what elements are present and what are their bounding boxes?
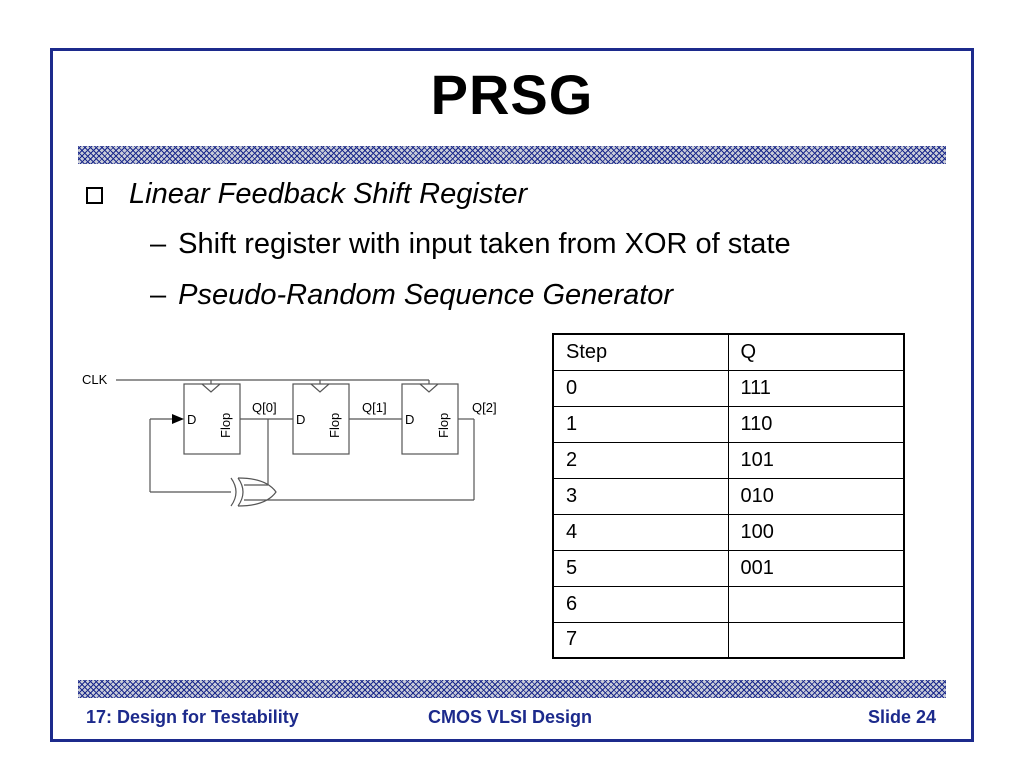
sub-item-2: –Pseudo-Random Sequence Generator	[150, 279, 673, 312]
table-row: 7	[552, 621, 905, 659]
step-cell: 6	[552, 585, 729, 623]
bullet-item: Linear Feedback Shift Register	[86, 178, 527, 211]
dash-marker: –	[150, 228, 167, 260]
lfsr-circuit-diagram: CLK D D D Flop Flop Flop Q[0] Q[1] Q[2]	[82, 372, 497, 507]
sub-item-1-text: Shift register with input taken from XOR…	[178, 228, 791, 260]
flop-2-d-label: D	[405, 412, 414, 427]
dash-marker: –	[150, 279, 167, 311]
q-cell: 111	[727, 369, 905, 407]
flop-0-d-label: D	[187, 412, 196, 427]
q-cell: 001	[727, 549, 905, 587]
q1-label: Q[1]	[362, 400, 387, 415]
sub-item-1: –Shift register with input taken from XO…	[150, 228, 791, 261]
checkbox-bullet-icon	[86, 187, 103, 204]
q-cell: 010	[727, 477, 905, 515]
xor-back-curve	[237, 477, 244, 507]
step-cell: 0	[552, 369, 729, 407]
q0-label: Q[0]	[252, 400, 277, 415]
step-cell: 3	[552, 477, 729, 515]
footer-course: CMOS VLSI Design	[428, 707, 593, 727]
q-cell: 100	[727, 513, 905, 551]
flop-1-label: Flop	[327, 413, 342, 438]
flop-2-label: Flop	[436, 413, 451, 438]
bullet-text: Linear Feedback Shift Register	[129, 178, 528, 210]
table-row: 6	[552, 585, 905, 623]
step-cell: 2	[552, 441, 729, 479]
step-cell: 1	[552, 405, 729, 443]
clk-label: CLK	[82, 372, 108, 387]
flop-0-label: Flop	[218, 413, 233, 438]
bottom-divider	[78, 680, 946, 698]
footer-slide-number: Slide 24	[867, 707, 936, 727]
step-cell: 5	[552, 549, 729, 587]
top-divider	[78, 146, 946, 164]
table-header-row: Step Q	[552, 333, 905, 371]
footer-chapter: 17: Design for Testability	[86, 707, 299, 727]
step-cell: 4	[552, 513, 729, 551]
feedback-arrow-icon	[172, 414, 184, 424]
step-cell: 7	[552, 621, 729, 659]
xor-body	[237, 477, 277, 507]
q-cell: 101	[727, 441, 905, 479]
slide-title: PRSG	[430, 63, 594, 126]
q-cell	[727, 585, 905, 623]
sub-item-2-text: Pseudo-Random Sequence Generator	[178, 279, 674, 311]
q-cell: 110	[727, 405, 905, 443]
q2-label: Q[2]	[472, 400, 497, 415]
xor-input-curve	[230, 477, 237, 507]
header-q: Q	[727, 333, 905, 371]
q-cell	[727, 621, 905, 659]
flop-1-d-label: D	[296, 412, 305, 427]
header-step: Step	[552, 333, 729, 371]
